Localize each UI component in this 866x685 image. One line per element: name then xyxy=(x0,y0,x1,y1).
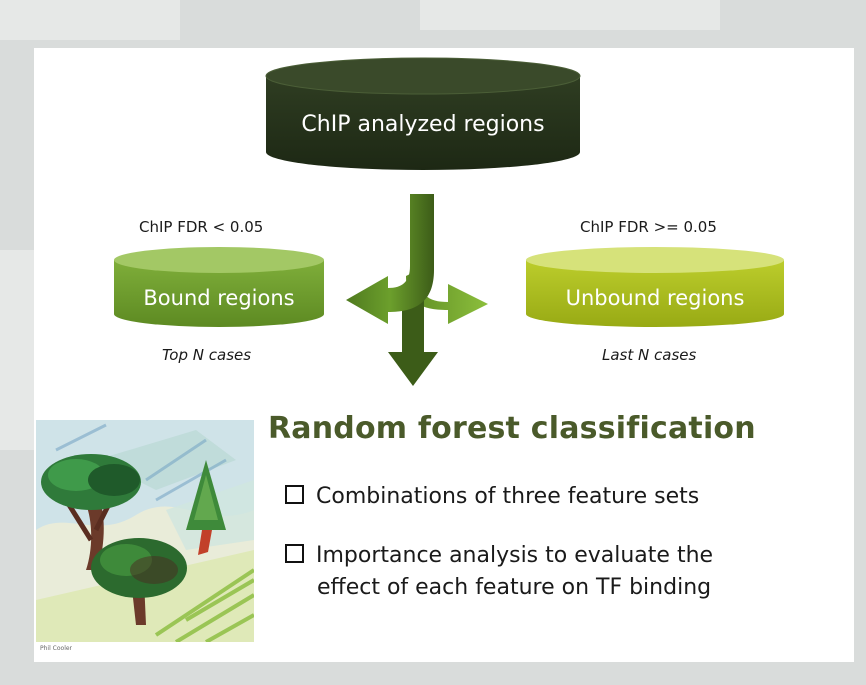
unbound-subtitle: Last N cases xyxy=(602,346,697,364)
tree-painting-icon xyxy=(36,420,254,642)
painting-credit: Phil Cooler xyxy=(40,645,73,652)
unbound-node-label: Unbound regions xyxy=(565,286,745,310)
database-cylinder-top xyxy=(265,57,581,170)
bound-node-label: Bound regions xyxy=(143,286,295,310)
bullet-text: Importance analysis to evaluate the xyxy=(316,543,714,568)
classification-heading: Random forest classification xyxy=(268,411,756,446)
split-arrow-icon xyxy=(346,194,488,386)
background-tile xyxy=(0,250,34,450)
bullet-text: Combinations of three feature sets xyxy=(316,484,700,509)
bullet-item: Combinations of three feature sets xyxy=(285,481,699,513)
checkbox-square-icon xyxy=(285,544,304,563)
background-tile xyxy=(0,0,180,40)
bound-subtitle: Top N cases xyxy=(162,346,252,364)
database-cylinder-bound xyxy=(114,247,324,327)
top-node-label: ChIP analyzed regions xyxy=(301,112,545,137)
database-cylinder-unbound xyxy=(526,247,784,327)
bullet-text-continued: effect of each feature on TF binding xyxy=(317,575,712,600)
checkbox-square-icon xyxy=(285,485,304,504)
unbound-condition-label: ChIP FDR >= 0.05 xyxy=(580,218,717,236)
background-tile xyxy=(420,0,720,30)
bullet-item: Importance analysis to evaluate the effe… xyxy=(285,540,713,604)
bound-condition-label: ChIP FDR < 0.05 xyxy=(139,218,264,236)
